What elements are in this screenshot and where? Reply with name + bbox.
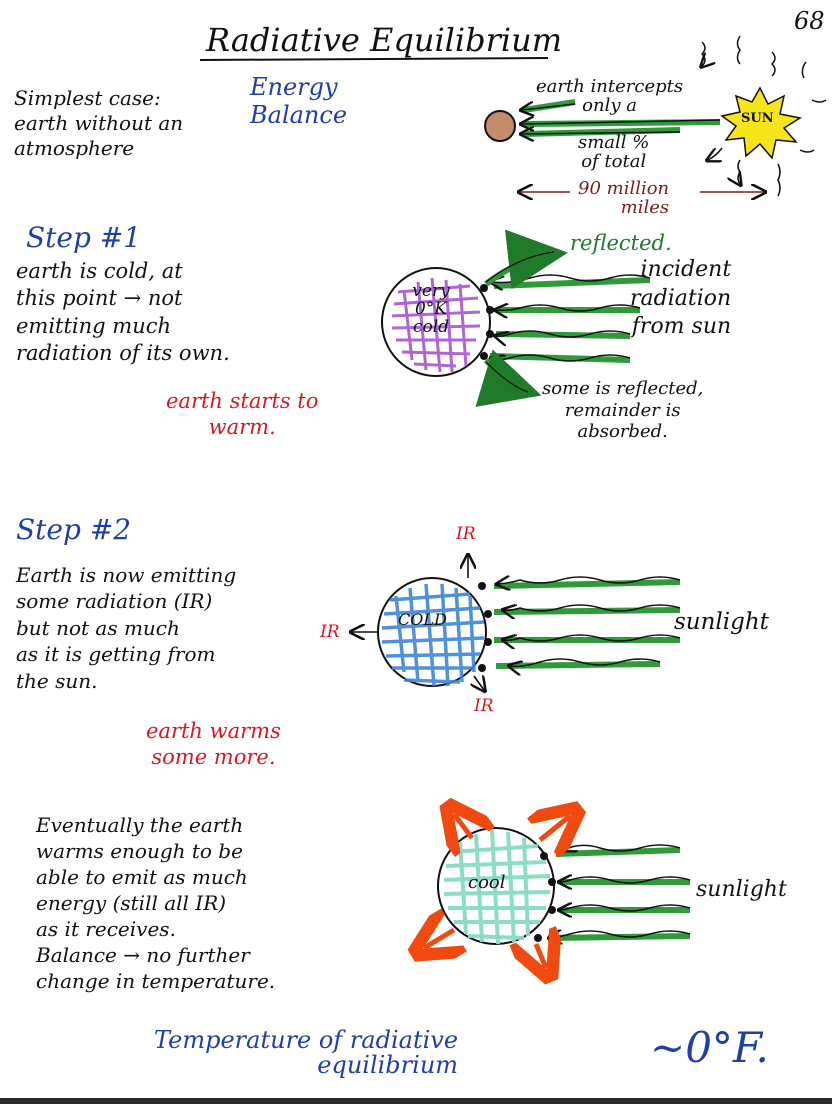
step2-ir-top: IR: [456, 524, 476, 544]
step1-text: earth is cold, at this point → not emitt…: [16, 259, 230, 365]
step2-consequence: earth warms some more.: [146, 719, 281, 770]
step2-sunlight: sunlight: [674, 609, 769, 635]
step3-result: Temperature of radiative equilibrium: [154, 1026, 459, 1080]
step2-blue-shading: [381, 583, 485, 687]
step3-globe-label: cool: [468, 872, 506, 893]
step2-dots: [478, 582, 492, 672]
intro-simplest-case: Simplest case: earth without an atmosphe…: [14, 86, 184, 160]
step1-absorbed-note: some is reflected, remainder is absorbed…: [542, 378, 704, 443]
sun-icon: [720, 86, 802, 160]
step3-ir-emission-arrows: [424, 814, 570, 968]
step1-reflected-rays: [475, 229, 568, 407]
sun-rays: [702, 35, 827, 197]
step3-teal-shading: [443, 829, 551, 945]
step2-ir-arrows: [352, 556, 484, 690]
step1-consequence: earth starts to warm.: [166, 389, 319, 440]
page-number: 68: [794, 7, 825, 35]
step3-text: Eventually the earth warms enough to be …: [36, 813, 276, 993]
step3-sunlight: sunlight: [696, 877, 787, 902]
step1-globe-label: very 0°K cold: [412, 281, 450, 337]
step2-ir-left: IR: [320, 622, 340, 642]
step1-incident: incident radiation from sun: [630, 257, 732, 340]
intro-distance: 90 million miles: [578, 178, 670, 218]
scan-bottom-edge: [0, 1098, 832, 1104]
step1-heading: Step #1: [26, 221, 142, 254]
step3-sunlight-rays: [548, 845, 691, 938]
page-title: Radiative Equilibrium: [206, 21, 563, 59]
step2-text: Earth is now emitting some radiation (IR…: [16, 563, 237, 693]
step2-ir-bottom: IR: [474, 696, 494, 716]
sun-to-earth-arrows: [522, 99, 721, 134]
intro-intercepts-text: earth intercepts only a: [536, 76, 684, 116]
intro-energy-balance: Energy Balance: [250, 73, 348, 129]
step1-incident-rays: [490, 274, 651, 361]
step2-globe-label: COLD: [398, 610, 447, 629]
step1-purple-shading: [391, 277, 481, 373]
small-earth-icon: [484, 110, 516, 142]
step2-heading: Step #2: [16, 513, 132, 546]
step3-result-value: ~0°F.: [650, 1023, 769, 1072]
intro-small-percent: small % of total: [578, 132, 650, 172]
sun-label: SUN: [741, 111, 774, 126]
step2-sunlight-rays: [493, 577, 681, 667]
title-underline: [199, 57, 549, 61]
step1-reflected: reflected.: [570, 231, 672, 255]
